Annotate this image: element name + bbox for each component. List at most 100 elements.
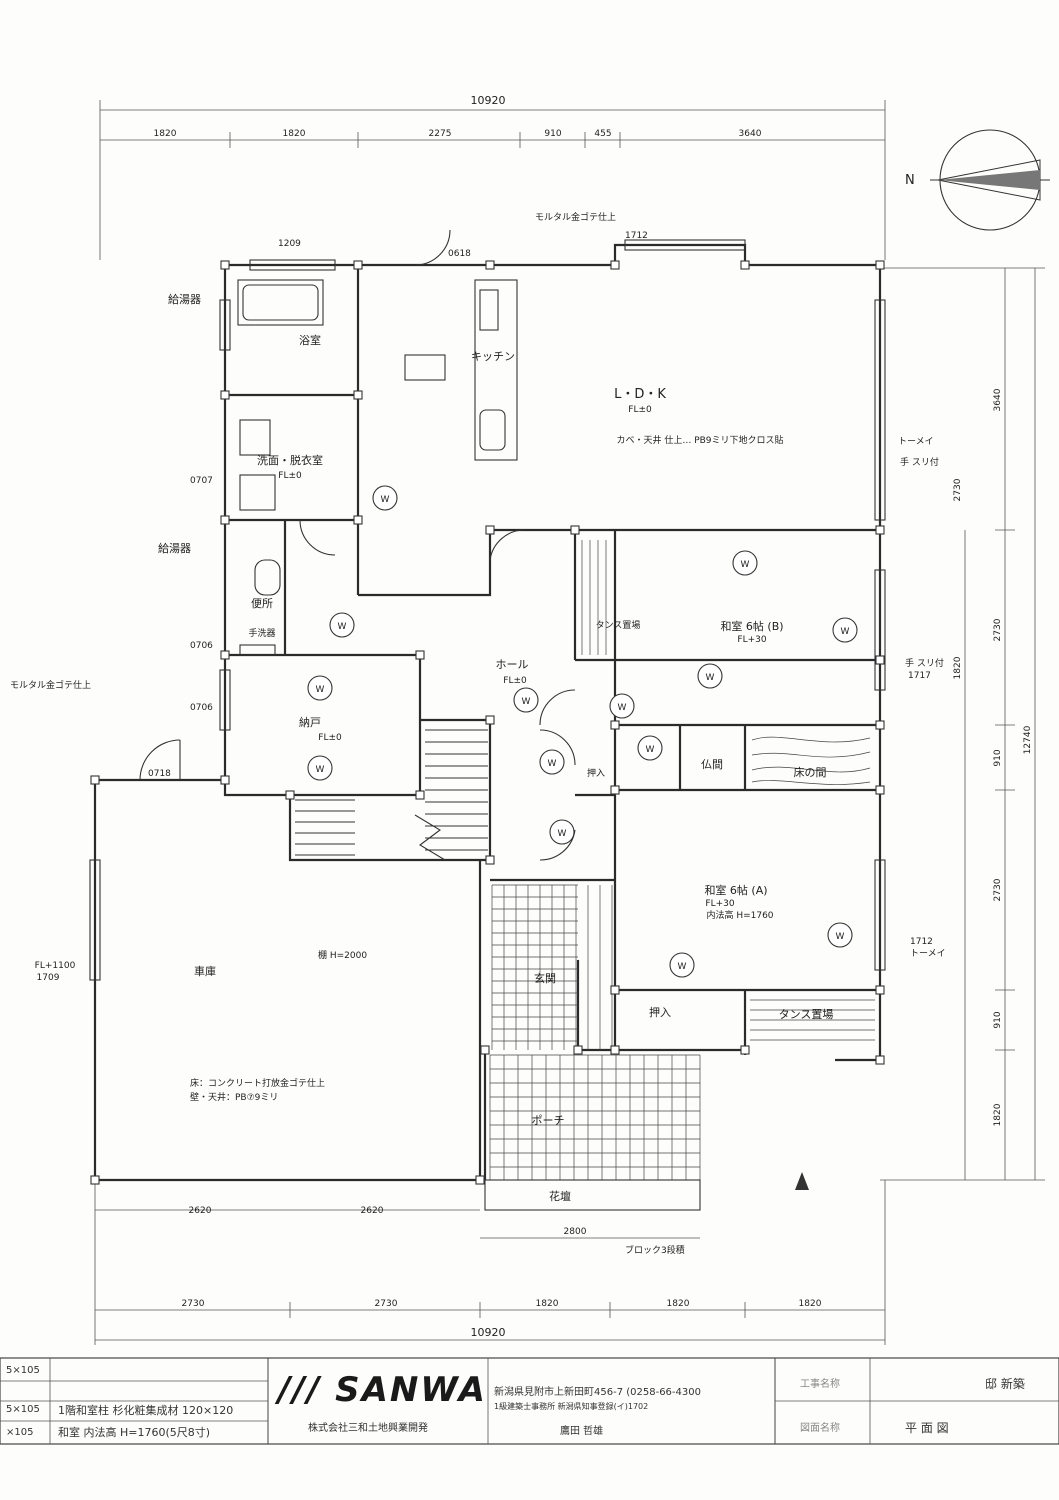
tb-drawing-label: 図面名称 bbox=[800, 1423, 840, 1434]
dim-right-5: 910 bbox=[993, 1011, 1003, 1028]
wall-marker-icon: W bbox=[678, 962, 687, 972]
wall-marker-icon: W bbox=[646, 745, 655, 755]
post bbox=[875, 720, 885, 730]
hatch-tansu-top bbox=[581, 540, 607, 655]
post bbox=[475, 1175, 485, 1185]
wall-marker-icon: W bbox=[548, 759, 557, 769]
floor-plan-drawing: 10920 1820 1820 2275 910 455 3640 3640 2… bbox=[10, 94, 1050, 1345]
note-tesuri-2: 手 スリ付 bbox=[905, 657, 944, 669]
post bbox=[740, 1045, 750, 1055]
room-garage-fl: FL+1100 bbox=[35, 961, 76, 971]
wall-marker-icon: W bbox=[841, 627, 850, 637]
wall-marker bbox=[697, 663, 723, 689]
post bbox=[485, 855, 495, 865]
room-handwash: 手洗器 bbox=[248, 627, 275, 639]
wall-marker-icon: W bbox=[522, 697, 531, 707]
tb-left-small-1: 5×105 bbox=[6, 1365, 40, 1376]
note-kyuto: 給湯器 bbox=[158, 541, 191, 555]
logo-text: SANWA bbox=[335, 1370, 487, 1410]
post bbox=[875, 785, 885, 795]
dimension-lines-bottom bbox=[94, 1180, 886, 1345]
dim-0718: 0718 bbox=[148, 769, 171, 779]
post bbox=[220, 260, 230, 270]
dim-top-4: 910 bbox=[544, 129, 561, 139]
post bbox=[415, 790, 425, 800]
dim-right-3: 910 bbox=[993, 749, 1003, 766]
post bbox=[875, 1055, 885, 1065]
wall-marker-icon: W bbox=[741, 560, 750, 570]
dim-right-inner-1: 2730 bbox=[953, 478, 963, 501]
dim-right-total: 12740 bbox=[1023, 725, 1033, 754]
room-wc: 便所 bbox=[251, 597, 273, 610]
note-ldk-finish: カベ・天井 仕上… PB9ミリ下地クロス貼 bbox=[616, 434, 783, 446]
wall-marker-icon: W bbox=[338, 622, 347, 632]
note-toei-1: トーメイ bbox=[898, 437, 934, 447]
room-bath: 浴室 bbox=[299, 333, 321, 347]
note-mortar-top: モルタル金ゴテ仕上 bbox=[535, 211, 616, 223]
stair-break-line bbox=[414, 814, 446, 861]
note-garage-wall: 壁・天井：PB⑦9ミリ bbox=[190, 1091, 278, 1103]
room-storage: 納戸 bbox=[299, 716, 321, 729]
note-uchinori: 内法高 H=1760 bbox=[706, 909, 773, 921]
room-genkan: 玄関 bbox=[534, 971, 556, 985]
wall-marker bbox=[549, 819, 575, 845]
post bbox=[875, 985, 885, 995]
room-oshiire-top: 押入 bbox=[587, 767, 605, 779]
wall-marker-icon: W bbox=[558, 829, 567, 839]
dim-right-6: 1820 bbox=[993, 1103, 1003, 1126]
dim-top-2: 1820 bbox=[283, 129, 306, 139]
note-tana: 棚 H=2000 bbox=[318, 949, 367, 961]
north-arrow bbox=[930, 129, 1050, 231]
tb-project-value: 邸 新築 bbox=[985, 1377, 1025, 1391]
dim-bottom-r2-1: 2730 bbox=[182, 1299, 205, 1309]
note-garage-floor: 床：コンクリート打放金ゴテ仕上 bbox=[190, 1077, 325, 1089]
post bbox=[573, 1045, 583, 1055]
dim-top-total: 10920 bbox=[471, 94, 506, 107]
dim-top-1: 1820 bbox=[154, 129, 177, 139]
dimension-lines-top bbox=[99, 100, 886, 260]
room-ldk: L・D・K bbox=[614, 387, 666, 402]
fixtures bbox=[237, 279, 518, 656]
wall-marker bbox=[609, 693, 635, 719]
logo-mark-icon: /// bbox=[278, 1370, 322, 1410]
wall-marker bbox=[307, 675, 333, 701]
room-hall-fl: FL±0 bbox=[503, 676, 527, 686]
room-washitsu-a-fl: FL+30 bbox=[705, 899, 734, 909]
wall-marker-icon: W bbox=[316, 685, 325, 695]
note-mortar-left: モルタル金ゴテ仕上 bbox=[10, 679, 91, 691]
note-toei-2: トーメイ bbox=[910, 949, 946, 959]
post bbox=[875, 260, 885, 270]
wall-marker-icon: W bbox=[381, 495, 390, 505]
dim-window-top: 1712 bbox=[625, 231, 648, 241]
dim-right-inner-2: 1820 bbox=[953, 656, 963, 679]
wall-marker-icon: W bbox=[836, 932, 845, 942]
dim-0706-b: 0706 bbox=[190, 703, 213, 713]
post bbox=[485, 260, 495, 270]
post bbox=[570, 525, 580, 535]
windows bbox=[89, 239, 886, 981]
room-kitchen: キッチン bbox=[471, 350, 515, 363]
wall-marker bbox=[669, 952, 695, 978]
note-kyuto-top: 給湯器 bbox=[168, 292, 201, 306]
entry-arrow-icon bbox=[795, 1172, 809, 1190]
post bbox=[220, 775, 230, 785]
room-porch: ポーチ bbox=[532, 1114, 565, 1127]
tb-hashira: 1階和室柱 杉化粧集成材 120×120 bbox=[58, 1404, 234, 1417]
posts bbox=[90, 260, 885, 1185]
dim-0707: 0707 bbox=[190, 476, 213, 486]
dim-0618: 0618 bbox=[448, 249, 471, 259]
north-label: N bbox=[905, 173, 915, 188]
post bbox=[480, 1045, 490, 1055]
dim-window-right-2: 1717 bbox=[908, 671, 931, 681]
post bbox=[415, 650, 425, 660]
kadan-bed bbox=[484, 1179, 701, 1211]
title-block: 5×105 5×105 ×105 1階和室柱 杉化粧集成材 120×120 和室… bbox=[0, 1357, 1059, 1445]
dim-bottom-r1-2: 2620 bbox=[361, 1206, 384, 1216]
wall-marker bbox=[307, 755, 333, 781]
post bbox=[220, 650, 230, 660]
post bbox=[220, 390, 230, 400]
room-washitsu-a: 和室 6帖 (A) bbox=[704, 883, 767, 897]
dim-garage-window: 1709 bbox=[37, 973, 60, 983]
